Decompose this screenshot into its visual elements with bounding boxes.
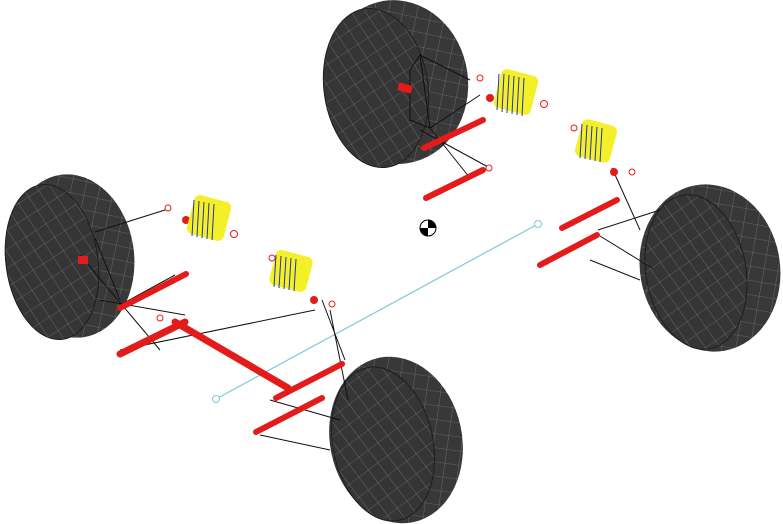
suspension-left: [78, 204, 316, 351]
upright-top[interactable]: [397, 82, 413, 94]
suspension-bottom: [253, 296, 349, 451]
link-top-1[interactable]: [421, 117, 486, 151]
suspension-top: [397, 53, 494, 201]
link-left-1[interactable]: [117, 271, 189, 311]
chassis-beam-diagonal[interactable]: [171, 318, 292, 392]
link-bottom-1[interactable]: [273, 361, 345, 401]
reference-axis-start-node[interactable]: [212, 395, 220, 403]
link-top-2[interactable]: [423, 167, 486, 201]
spring-damper-left[interactable]: [185, 194, 238, 242]
wheel-left[interactable]: [0, 166, 145, 346]
wheel-top[interactable]: [313, 0, 478, 174]
origin-marker-icon[interactable]: [419, 219, 437, 237]
reference-axis-line: [215, 223, 539, 400]
upright-left[interactable]: [78, 256, 88, 264]
link-right-2[interactable]: [537, 232, 600, 268]
spring-damper-top[interactable]: [492, 68, 548, 117]
spring-damper-bottom[interactable]: [268, 249, 314, 294]
chassis-beam[interactable]: [116, 318, 189, 358]
wheel-right[interactable]: [626, 173, 783, 363]
link-right-1[interactable]: [559, 197, 620, 231]
spring-damper-right[interactable]: [570, 118, 618, 164]
suspension-right: [537, 167, 661, 281]
link-bottom-2[interactable]: [253, 395, 325, 435]
wheel-bottom[interactable]: [314, 344, 478, 524]
reference-axis-end-node[interactable]: [534, 220, 542, 228]
